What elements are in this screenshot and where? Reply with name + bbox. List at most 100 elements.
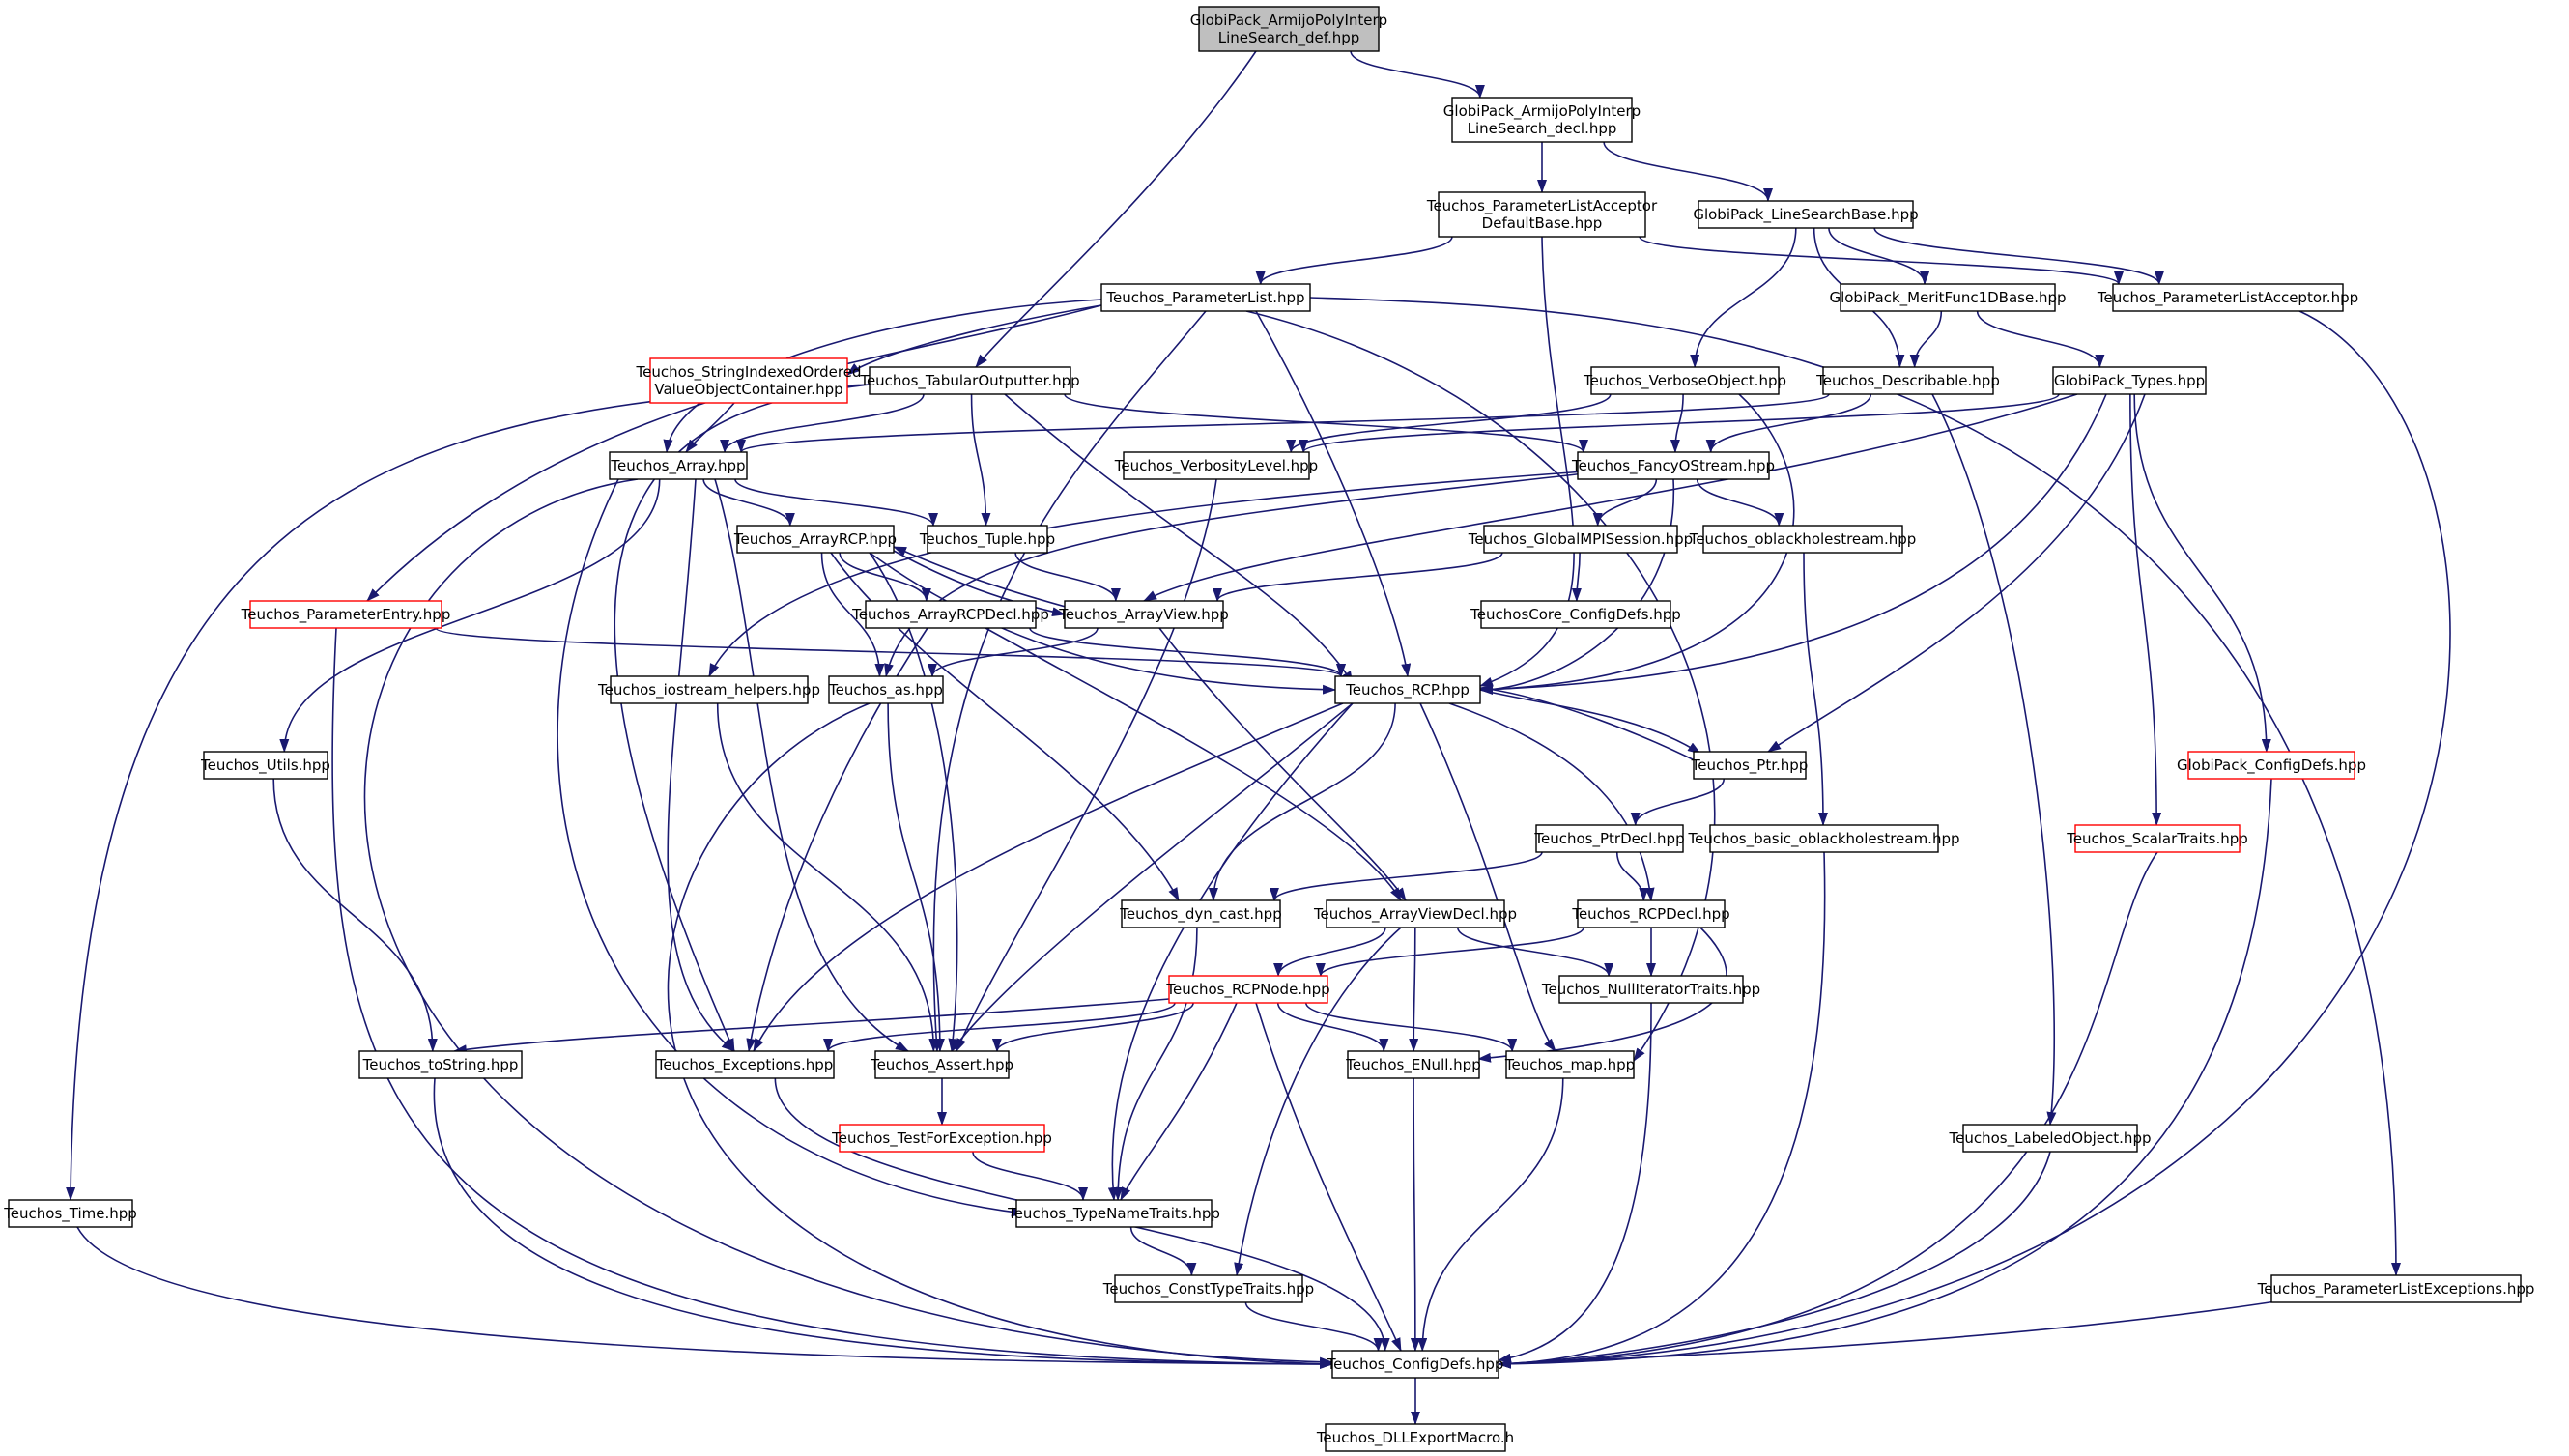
node-lsb[interactable]: GlobiPack_LineSearchBase.hpp — [1693, 200, 1919, 229]
node-sio[interactable]: Teuchos_StringIndexedOrderedValueObjectC… — [636, 357, 862, 404]
node-box — [1451, 97, 1633, 143]
node-label: Teuchos_ConstTypeTraits.hpp — [1102, 1280, 1314, 1299]
node-label: Teuchos_GlobalMPISession.hpp — [1468, 530, 1693, 549]
edge-rcpn-to-tostr — [453, 998, 1170, 1055]
node-arcpd[interactable]: Teuchos_ArrayRCPDecl.hpp — [851, 600, 1049, 629]
node-ctt[interactable]: Teuchos_ConstTypeTraits.hpp — [1102, 1274, 1314, 1303]
edge-gt-to-av — [1143, 393, 2078, 602]
node-st[interactable]: Teuchos_ScalarTraits.hpp — [2066, 824, 2248, 853]
node-box — [1693, 751, 1807, 780]
edge-ioh-to-asrt — [716, 702, 939, 1052]
edge-arcp-to-arcpd — [839, 552, 931, 602]
node-exc[interactable]: Teuchos_Exceptions.hpp — [655, 1050, 835, 1079]
edge-fos-to-as — [884, 472, 1585, 677]
node-time[interactable]: Teuchos_Time.hpp — [3, 1199, 137, 1228]
node-mf[interactable]: GlobiPack_MeritFunc1DBase.hpp — [1829, 283, 2067, 312]
node-ptrd[interactable]: Teuchos_PtrDecl.hpp — [1533, 824, 1685, 853]
edge-ctt-to-cdefs — [1244, 1301, 1384, 1352]
node-box — [1168, 975, 1328, 1004]
node-gt[interactable]: GlobiPack_Types.hpp — [2052, 366, 2207, 395]
node-label: Teuchos_RCPDecl.hpp — [1571, 905, 1729, 924]
node-gmpi[interactable]: Teuchos_GlobalMPISession.hpp — [1468, 525, 1693, 554]
node-rcpn[interactable]: Teuchos_RCPNode.hpp — [1165, 975, 1330, 1004]
edge-arr-to-exc — [667, 478, 735, 1052]
edge-bobh-to-cdefs — [1498, 851, 1826, 1369]
node-box — [1505, 1050, 1635, 1079]
node-box — [358, 1050, 523, 1079]
node-tnt[interactable]: Teuchos_TypeNameTraits.hpp — [1007, 1199, 1220, 1228]
edge-rcp-to-exc — [753, 702, 1344, 1052]
node-fos[interactable]: Teuchos_FancyOStream.hpp — [1571, 451, 1775, 480]
edge-pl-to-sio — [846, 304, 1102, 376]
node-dyn[interactable]: Teuchos_dyn_cast.hpp — [1119, 899, 1282, 928]
node-ple[interactable]: Teuchos_ParameterListExceptions.hpp — [2257, 1274, 2535, 1303]
node-avd[interactable]: Teuchos_ArrayViewDecl.hpp — [1313, 899, 1517, 928]
node-pe[interactable]: Teuchos_ParameterEntry.hpp — [241, 600, 451, 629]
node-rcp[interactable]: Teuchos_RCP.hpp — [1334, 675, 1481, 704]
node-label: DefaultBase.hpp — [1482, 214, 1603, 232]
edge-sio-to-arr — [685, 402, 735, 453]
node-box — [1100, 283, 1311, 312]
edge-root-to-tab — [975, 50, 1257, 368]
node-box — [1114, 1274, 1303, 1303]
node-desc[interactable]: Teuchos_Describable.hpp — [1815, 366, 2000, 395]
node-vo[interactable]: Teuchos_VerboseObject.hpp — [1583, 366, 1786, 395]
node-label: Teuchos_StringIndexedOrdered — [636, 363, 862, 382]
node-layer: GlobiPack_ArmijoPolyInterpLineSearch_def… — [3, 6, 2535, 1452]
edge-ptr-to-ptrd — [1630, 778, 1726, 826]
node-label: Teuchos_ArrayView.hpp — [1058, 606, 1229, 624]
node-box — [1123, 451, 1310, 480]
node-map[interactable]: Teuchos_map.hpp — [1504, 1050, 1635, 1079]
node-lo[interactable]: Teuchos_LabeledObject.hpp — [1949, 1124, 2152, 1153]
edge-av-to-arcp — [893, 546, 1073, 610]
edge-rcpd-to-rcpn — [1315, 927, 1584, 977]
edge-map-to-cdefs — [1417, 1077, 1564, 1352]
node-label: Teuchos_iostream_helpers.hpp — [597, 681, 820, 699]
node-label: Teuchos_Ptr.hpp — [1691, 757, 1809, 775]
node-tup[interactable]: Teuchos_Tuple.hpp — [919, 525, 1055, 554]
node-verb[interactable]: Teuchos_VerbosityLevel.hpp — [1114, 451, 1318, 480]
node-enull[interactable]: Teuchos_ENull.hpp — [1345, 1050, 1481, 1079]
node-pl[interactable]: Teuchos_ParameterList.hpp — [1100, 283, 1311, 312]
node-box — [1325, 1423, 1506, 1452]
node-plad[interactable]: Teuchos_ParameterListAcceptorDefaultBase… — [1426, 191, 1658, 238]
node-utils[interactable]: Teuchos_Utils.hpp — [200, 751, 330, 780]
node-label: LineSearch_def.hpp — [1218, 29, 1360, 47]
node-gcd[interactable]: GlobiPack_ConfigDefs.hpp — [2177, 751, 2366, 780]
node-av[interactable]: Teuchos_ArrayView.hpp — [1058, 600, 1229, 629]
node-asrt[interactable]: Teuchos_Assert.hpp — [870, 1050, 1013, 1079]
node-label: Teuchos_ArrayRCP.hpp — [733, 530, 897, 549]
node-tab[interactable]: Teuchos_TabularOutputter.hpp — [859, 366, 1080, 395]
node-label: Teuchos_VerboseObject.hpp — [1583, 372, 1786, 390]
node-box — [1064, 600, 1224, 629]
node-label: GlobiPack_LineSearchBase.hpp — [1693, 206, 1918, 224]
edge-rcpn-to-enull — [1276, 1002, 1389, 1052]
node-label: Teuchos_ConfigDefs.hpp — [1327, 1356, 1504, 1374]
node-dll[interactable]: Teuchos_DLLExportMacro.h — [1316, 1423, 1514, 1452]
edge-tfe-to-tnt — [972, 1151, 1088, 1201]
node-ccd[interactable]: TeuchosCore_ConfigDefs.hpp — [1470, 600, 1681, 629]
node-tostr[interactable]: Teuchos_toString.hpp — [358, 1050, 523, 1079]
node-arr[interactable]: Teuchos_Array.hpp — [609, 451, 748, 480]
node-tfe[interactable]: Teuchos_TestForException.hpp — [831, 1124, 1052, 1153]
node-ioh[interactable]: Teuchos_iostream_helpers.hpp — [597, 675, 820, 704]
node-bobh[interactable]: Teuchos_basic_oblackholestream.hpp — [1688, 824, 1960, 853]
node-cdefs[interactable]: Teuchos_ConfigDefs.hpp — [1327, 1350, 1504, 1379]
node-as[interactable]: Teuchos_as.hpp — [828, 675, 944, 704]
edge-tostr-to-cdefs — [433, 1077, 1333, 1369]
node-box — [8, 1199, 133, 1228]
edge-gt-to-gcd — [2133, 393, 2271, 753]
node-label: GlobiPack_ArmijoPolyInterp — [1190, 12, 1387, 30]
node-obh[interactable]: Teuchos_oblackholestream.hpp — [1689, 525, 1917, 554]
node-box — [1480, 600, 1671, 629]
node-nit[interactable]: Teuchos_NullIteratorTraits.hpp — [1541, 975, 1760, 1004]
node-ptr[interactable]: Teuchos_Ptr.hpp — [1691, 751, 1809, 780]
node-root: GlobiPack_ArmijoPolyInterpLineSearch_def… — [1190, 6, 1387, 52]
node-decl[interactable]: GlobiPack_ArmijoPolyInterpLineSearch_dec… — [1443, 97, 1641, 143]
node-pla[interactable]: Teuchos_ParameterListAcceptor.hpp — [2097, 283, 2358, 312]
edge-ptrd-to-dyn — [1270, 851, 1543, 901]
edge-nit-to-cdefs — [1498, 1002, 1652, 1363]
node-arcp[interactable]: Teuchos_ArrayRCP.hpp — [733, 525, 897, 554]
node-rcpd[interactable]: Teuchos_RCPDecl.hpp — [1571, 899, 1730, 928]
node-label: Teuchos_ParameterListAcceptor — [1426, 197, 1658, 215]
